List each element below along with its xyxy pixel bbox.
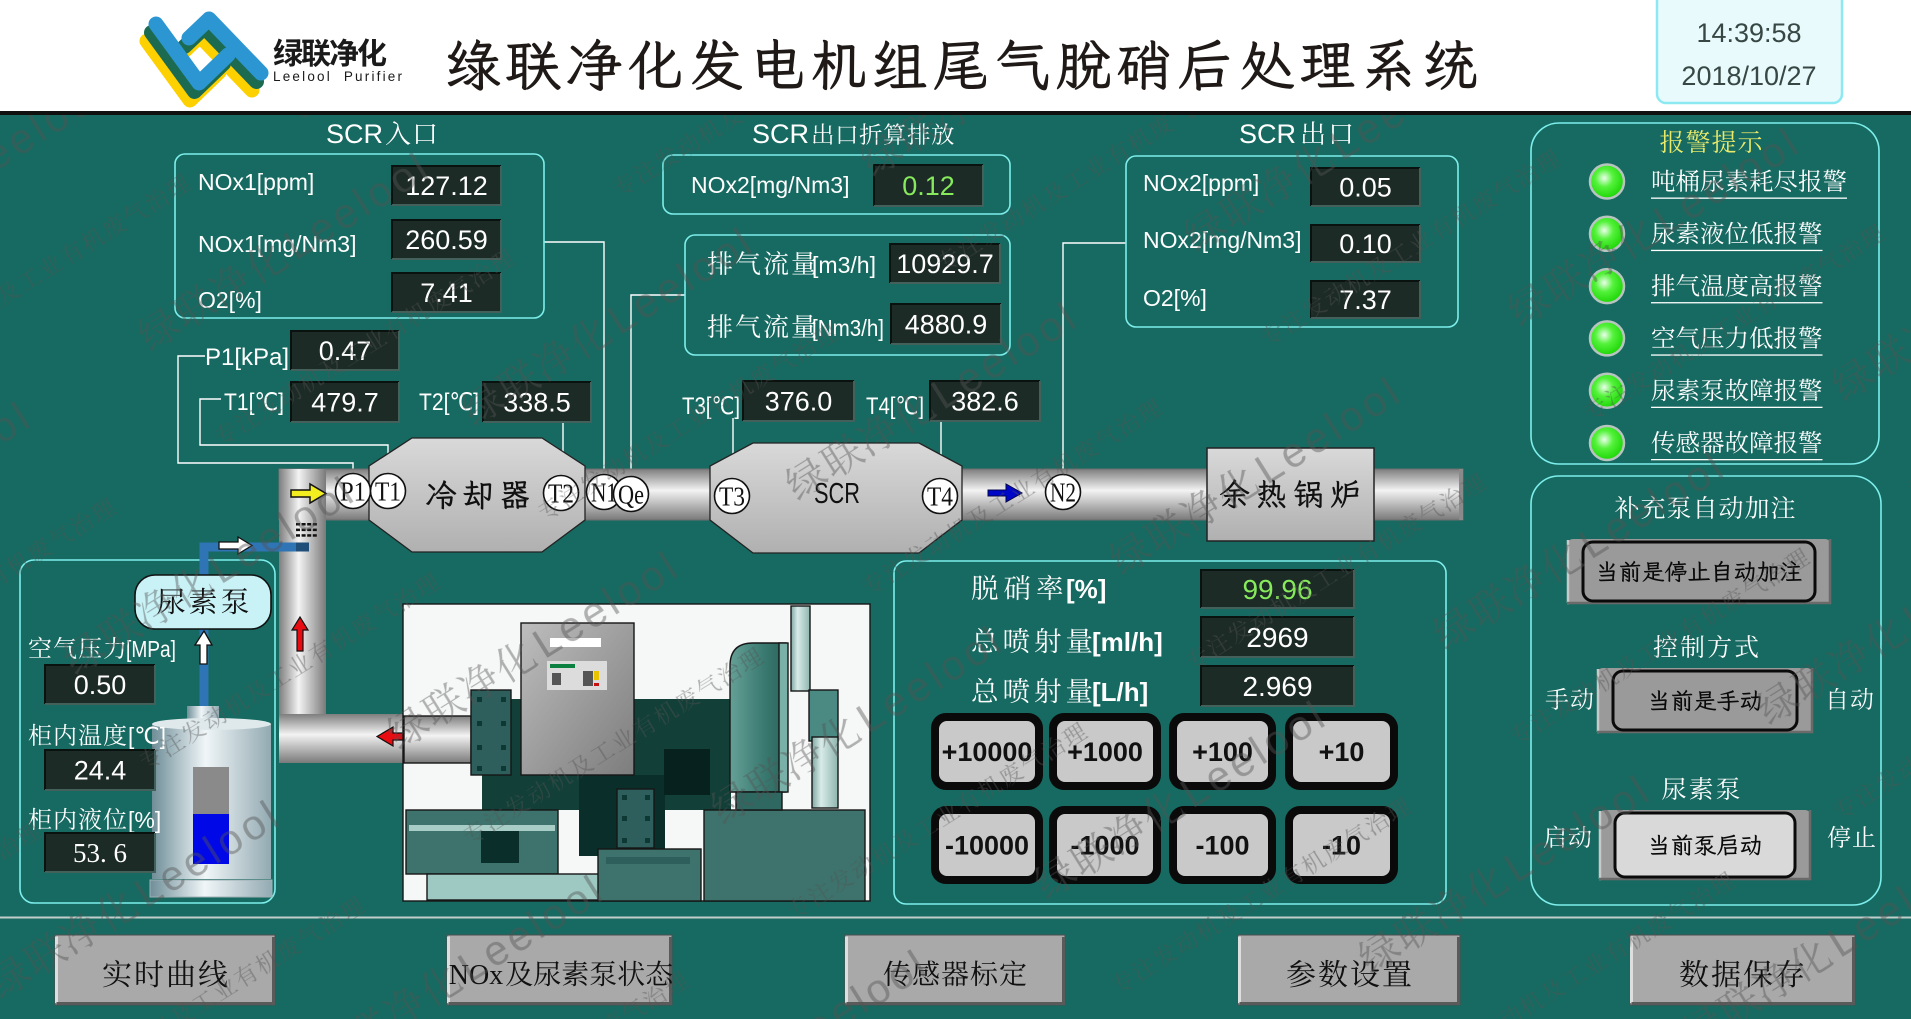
svg-text:P1[kPa]: P1[kPa] (205, 344, 289, 371)
svg-text:Leelool Purifier: Leelool Purifier (273, 69, 404, 84)
svg-text:O2[%]: O2[%] (198, 287, 262, 313)
svg-text:SCR: SCR (326, 119, 383, 149)
svg-text:NOx1[ppm]: NOx1[ppm] (198, 169, 314, 195)
svg-text:[%]: [%] (1066, 574, 1106, 604)
svg-text:10929.7: 10929.7 (896, 249, 994, 279)
svg-text:SCR: SCR (752, 119, 809, 149)
svg-text:T1: T1 (375, 476, 401, 506)
svg-text:7.41: 7.41 (420, 278, 473, 308)
svg-text:+10000: +10000 (942, 737, 1033, 767)
svg-text:99.96: 99.96 (1242, 574, 1312, 605)
svg-text:[m3/h]: [m3/h] (812, 252, 876, 278)
svg-text:T2[℃]: T2[℃] (419, 389, 479, 416)
svg-text:T4[℃]: T4[℃] (866, 393, 924, 420)
svg-text:T3: T3 (719, 481, 745, 511)
svg-text:N2: N2 (1050, 477, 1076, 507)
svg-text:Qe: Qe (618, 479, 644, 509)
svg-text:0.05: 0.05 (1339, 173, 1392, 203)
svg-text:O2[%]: O2[%] (1143, 285, 1207, 311)
svg-text:T4: T4 (927, 481, 953, 511)
svg-text:0.50: 0.50 (74, 670, 127, 700)
svg-text:479.7: 479.7 (311, 388, 379, 418)
svg-text:[MPa]: [MPa] (126, 636, 176, 662)
svg-text:T2: T2 (548, 478, 574, 508)
svg-text:SCR: SCR (1239, 119, 1296, 149)
svg-text:[Nm3/h]: [Nm3/h] (812, 315, 884, 341)
svg-text:260.59: 260.59 (405, 225, 488, 255)
svg-text:[L/h]: [L/h] (1092, 677, 1148, 707)
svg-text:14:39:58: 14:39:58 (1696, 18, 1801, 48)
svg-text:7.37: 7.37 (1339, 285, 1392, 315)
svg-text:NOx2[ppm]: NOx2[ppm] (1143, 170, 1259, 196)
svg-text:+10: +10 (1319, 737, 1365, 767)
svg-text:-10000: -10000 (945, 831, 1029, 861)
svg-text:53. 6: 53. 6 (73, 838, 127, 868)
svg-text:[%]: [%] (128, 807, 161, 833)
svg-text:338.5: 338.5 (503, 388, 571, 418)
svg-text:T3[℃]: T3[℃] (682, 393, 740, 420)
svg-text:+1000: +1000 (1067, 737, 1143, 767)
svg-text:SCR: SCR (814, 478, 860, 510)
svg-text:NOx2[mg/Nm3]: NOx2[mg/Nm3] (691, 172, 849, 198)
svg-text:-100: -100 (1195, 831, 1249, 861)
svg-text:2018/10/27: 2018/10/27 (1681, 61, 1816, 91)
svg-text:4880.9: 4880.9 (905, 310, 988, 340)
svg-text:N1: N1 (591, 477, 617, 507)
svg-text:[ml/h]: [ml/h] (1092, 627, 1163, 657)
svg-text:376.0: 376.0 (765, 387, 833, 417)
svg-text:0.12: 0.12 (902, 171, 955, 201)
svg-text:24.4: 24.4 (74, 756, 127, 786)
svg-text:0.10: 0.10 (1339, 229, 1392, 259)
svg-text:[℃]: [℃] (128, 723, 166, 749)
